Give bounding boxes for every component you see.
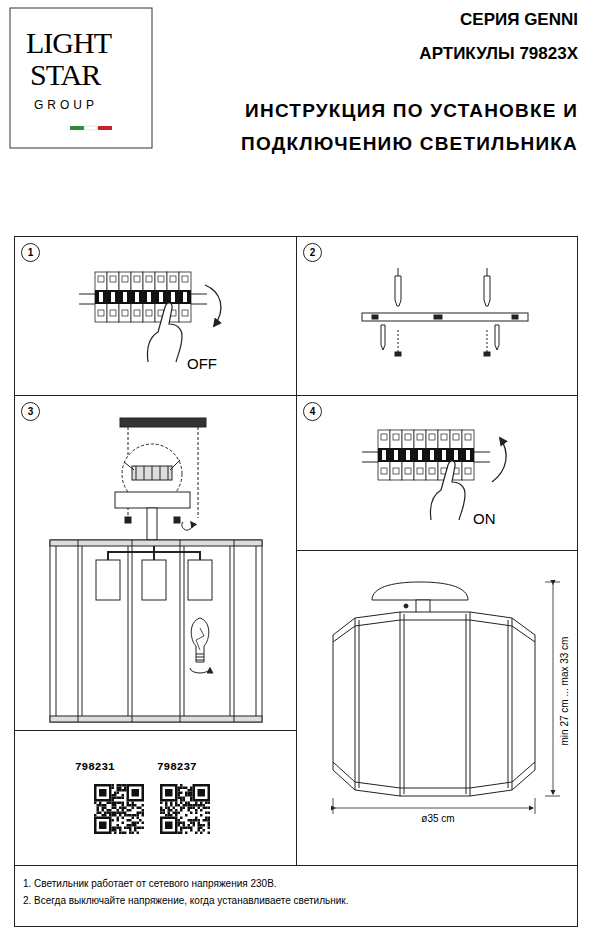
document-title: ИНСТРУКЦИЯ ПО УСТАНОВКЕ И ПОДКЛЮЧЕНИЮ СВ… [178,94,578,161]
flag-red [98,126,112,130]
hand [147,303,182,362]
step-number: 3 [21,402,40,421]
step-number: 1 [21,243,40,262]
logo-word: STAR [30,58,100,93]
lamp-assembly [50,418,262,722]
step-number: 4 [303,402,322,421]
step-panel: 2 [296,236,578,396]
note-text: 1. Светильник работает от сетевого напря… [23,878,277,890]
article-code: 798237 [157,761,197,774]
logo-word: GROUP [34,99,98,113]
switch-arrow [492,438,506,482]
qr-codes [94,784,210,834]
article-code: 798231 [75,761,115,774]
notes-box: 1. Светильник работает от сетевого напря… [14,865,578,927]
mounting-bar [362,268,528,356]
breaker-panel [79,272,207,322]
article-panel: 798231 798237 [14,730,297,866]
step-panel: 1OFF [14,236,297,396]
logo-frame [10,8,152,148]
dimension-lines [333,582,560,814]
switch-state: OFF [187,355,217,372]
article-number: АРТИКУЛЫ 79823X [419,44,578,64]
step-panel: 3 [14,395,297,731]
step-number: 2 [303,243,322,262]
hand [430,461,465,520]
breaker-panel [362,430,490,480]
flag-green [70,126,84,130]
lamp-outline [333,582,535,796]
note-text: 2. Всегда выключайте напряжение, когда у… [23,895,348,907]
dimension-label: ø35 cm [419,813,456,825]
step-panel: 4ON [296,395,578,551]
logo-word: LIGHT [26,26,111,61]
switch-state: ON [473,510,496,527]
switch-arrow [205,285,221,326]
series-name: СЕРИЯ GENNI [460,10,578,30]
dimension-panel: min 27 cm ... max 33 cm ø35 cm [296,550,578,866]
flag-white [84,126,98,130]
dimension-label: min 27 cm ... max 33 cm [559,637,571,746]
